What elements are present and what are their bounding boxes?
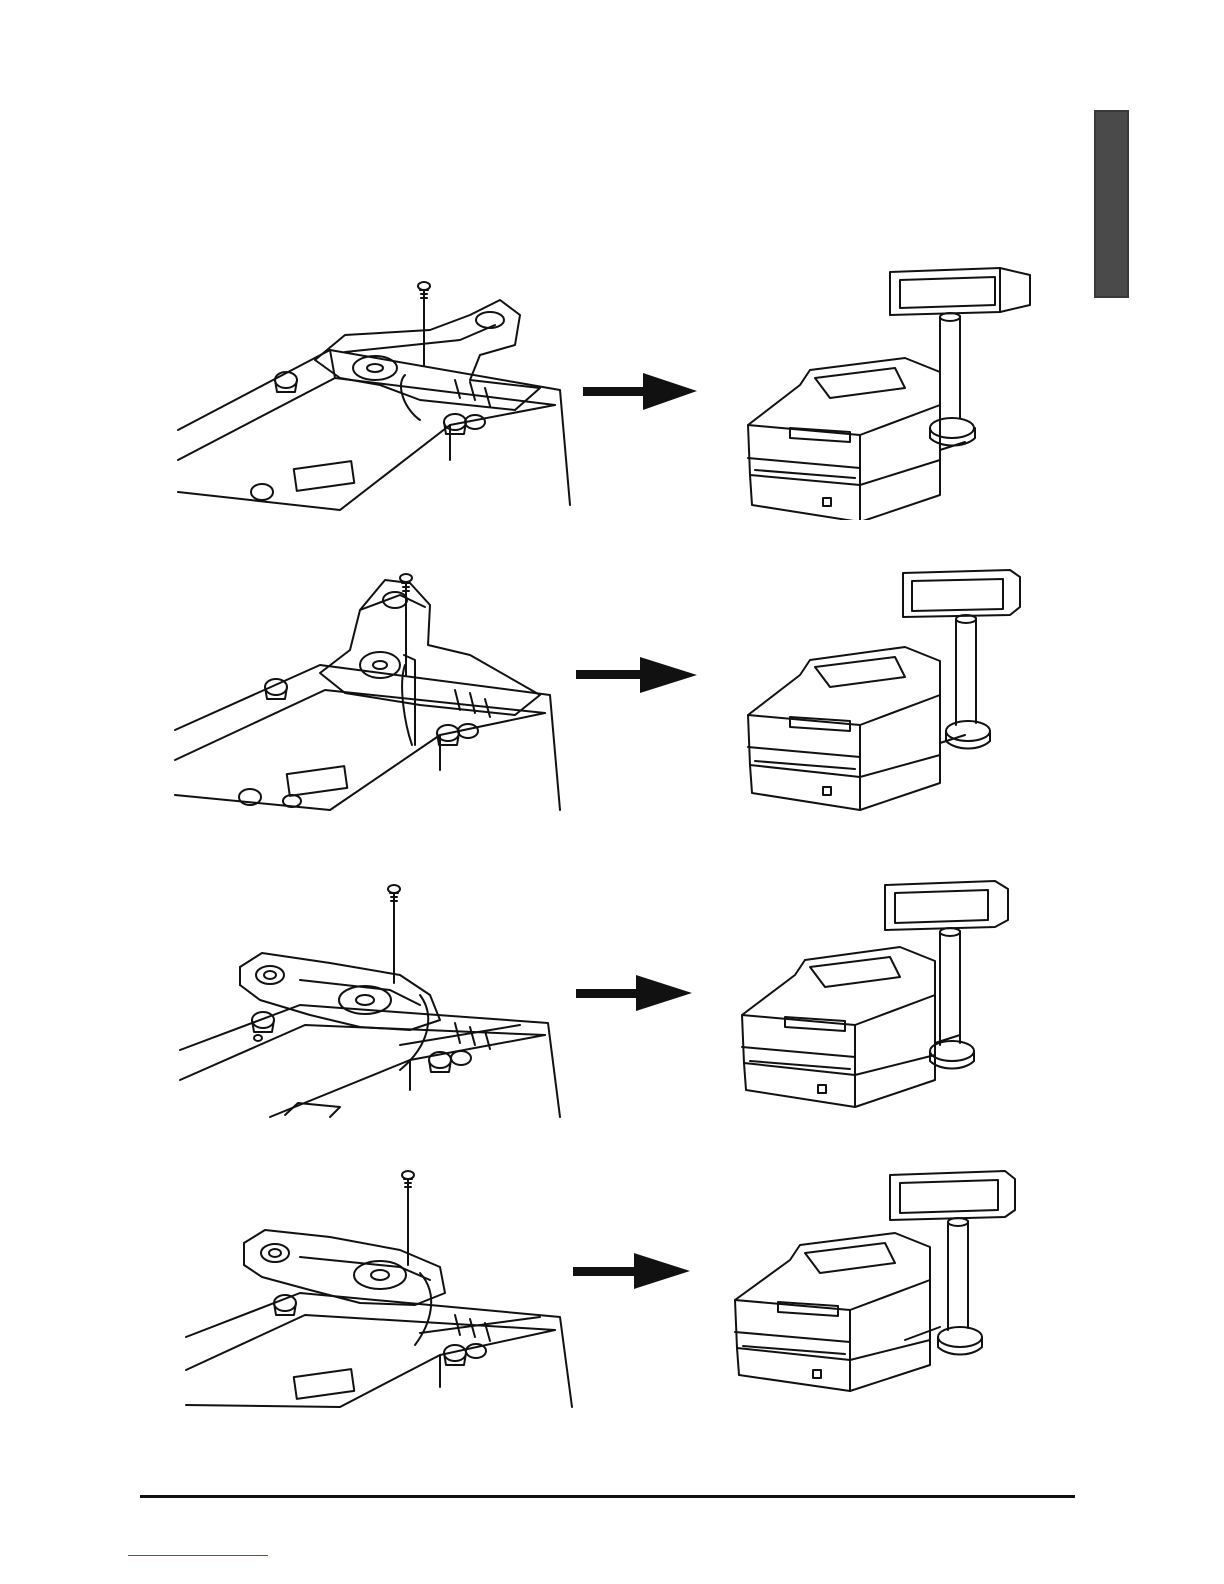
footer-rule bbox=[140, 1495, 1075, 1498]
printer-with-pole-display-icon bbox=[742, 881, 1008, 1107]
right-arrow-icon bbox=[576, 975, 692, 1011]
illustration-step-4 bbox=[0, 1165, 1224, 1410]
right-arrow-icon bbox=[583, 373, 697, 410]
printer-with-pole-display-icon bbox=[735, 1171, 1015, 1391]
illustration-step-1 bbox=[0, 260, 1224, 520]
illustration-step-3 bbox=[0, 875, 1224, 1120]
printer-base-with-bracket-icon bbox=[186, 1171, 572, 1407]
printer-with-pole-display-icon bbox=[748, 268, 1030, 520]
printer-base-with-bracket-icon bbox=[178, 282, 570, 510]
printer-base-with-bracket-icon bbox=[175, 574, 560, 810]
footer-link-underline[interactable] bbox=[128, 1555, 268, 1556]
printer-base-with-bracket-icon bbox=[180, 885, 560, 1117]
printer-with-pole-display-icon bbox=[748, 570, 1020, 810]
illustration-step-2 bbox=[0, 565, 1224, 815]
right-arrow-icon bbox=[573, 1253, 690, 1289]
right-arrow-icon bbox=[576, 657, 697, 693]
